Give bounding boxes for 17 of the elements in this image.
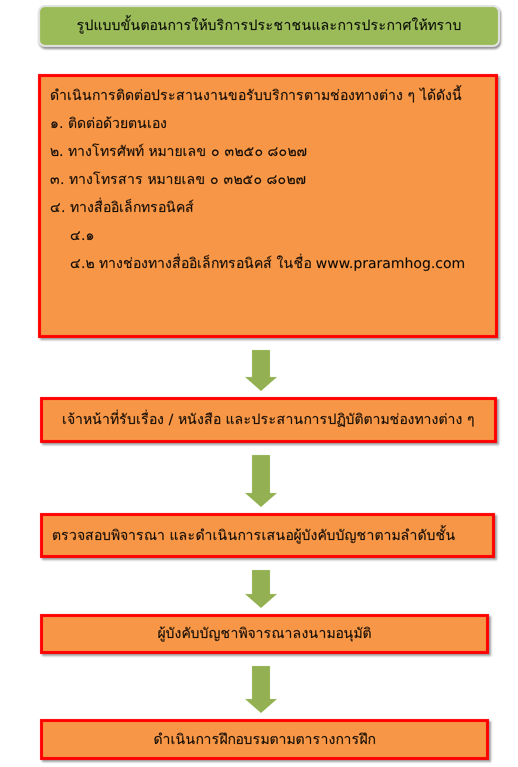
list-item: ๔.๑ — [70, 227, 94, 246]
process-box — [38, 74, 498, 338]
intro-text: ดำเนินการติดต่อประสานงานขอรับบริการตามช่องทางต่าง ๆ ได้ดังนี้ — [50, 86, 462, 106]
process-box — [40, 397, 497, 443]
process-box — [40, 719, 489, 760]
step-text: เจ้าหน้าที่รับเรื่อง / หนังสือ และประสานการปฏิบัติตามช่องทางต่าง ๆ — [62, 410, 475, 430]
step-text: ตรวจสอบพิจารณา และดำเนินการเสนอผู้บังคับบัญชาตามลำดับชั้น — [52, 526, 456, 546]
list-item: ๑. ติดต่อด้วยตนเอง — [50, 115, 167, 134]
step-text: ผู้บังคับบัญชาพิจารณาลงนามอนุมัติ — [158, 625, 372, 644]
step-text: ดำเนินการฝึกอบรมตามตารางการฝึก — [154, 730, 376, 750]
title-text: รูปแบบขั้นตอนการให้บริการประชาชนและการประกาศให้ทราบ — [76, 16, 462, 36]
list-item: ๓. ทางโทรสาร หมายเลข ๐ ๓๒๕๐ ๘๐๒๗ — [50, 170, 307, 190]
process-box — [40, 614, 489, 654]
list-item: ๔.๒ ทางช่องทางสื่ออิเล็กทรอนิคส์ ในชื่อ www.praramhog.com — [70, 254, 466, 274]
list-item: ๒. ทางโทรศัพท์ หมายเลข ๐ ๓๒๕๐ ๘๐๒๗ — [50, 142, 308, 162]
process-box — [40, 513, 495, 558]
list-item: ๔. ทางสื่ออิเล็กทรอนิคส์ — [50, 198, 194, 218]
